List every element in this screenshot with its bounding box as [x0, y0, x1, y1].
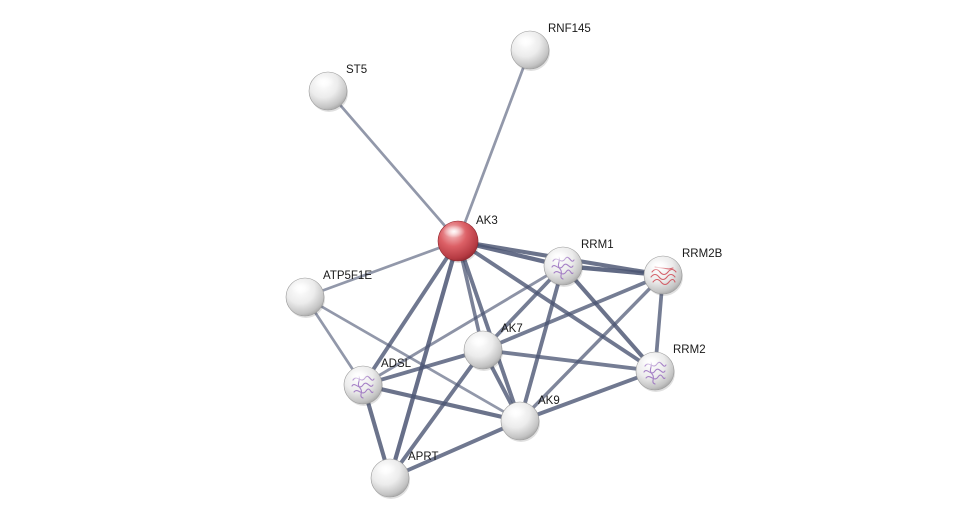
- node-highlight: [468, 334, 490, 347]
- node-highlight: [640, 355, 662, 368]
- node-label-rnf145: RNF145: [548, 23, 591, 35]
- node-label-rrm2: RRM2: [673, 344, 706, 356]
- node-label-ak7: AK7: [501, 323, 523, 335]
- edge-ak3-atp5f1e[interactable]: [303, 239, 460, 299]
- node-label-ak3: AK3: [476, 215, 498, 227]
- edge-rrm1-adsl[interactable]: [361, 264, 565, 387]
- node-highlight: [290, 281, 312, 294]
- edge-ak3-adsl[interactable]: [361, 239, 460, 387]
- node-highlight: [548, 250, 570, 263]
- node-label-aprt: APRT: [408, 451, 438, 463]
- edge-ak3-rrm2[interactable]: [456, 239, 657, 373]
- node-highlight: [313, 75, 335, 88]
- edge-atp5f1e-ak9[interactable]: [303, 295, 522, 423]
- edges-layer: [303, 48, 666, 481]
- node-highlight: [443, 225, 465, 238]
- node-highlight: [375, 462, 397, 475]
- node-ak7[interactable]: AK7: [463, 323, 523, 371]
- node-rrm1[interactable]: RRM1: [543, 239, 614, 287]
- edge-ak7-adsl[interactable]: [361, 348, 485, 387]
- node-atp5f1e[interactable]: ATP5F1E: [285, 270, 372, 318]
- node-label-rrm1: RRM1: [581, 239, 614, 251]
- node-rnf145[interactable]: RNF145: [510, 23, 591, 71]
- edge-rrm2b-ak7[interactable]: [481, 273, 665, 352]
- edge-ak3-rnf145[interactable]: [456, 48, 532, 243]
- node-highlight: [348, 369, 370, 382]
- edge-rrm1-ak9[interactable]: [518, 264, 565, 423]
- node-ak9[interactable]: AK9: [500, 395, 560, 442]
- node-adsl[interactable]: ADSL: [343, 358, 412, 406]
- node-label-adsl: ADSL: [381, 358, 412, 370]
- node-ak3[interactable]: AK3: [437, 215, 498, 263]
- node-label-st5: ST5: [346, 64, 367, 76]
- edge-ak3-aprt[interactable]: [387, 238, 461, 481]
- node-aprt[interactable]: APRT: [370, 451, 438, 499]
- edge-rrm1-rrm2[interactable]: [560, 263, 658, 374]
- node-highlight: [648, 259, 670, 272]
- edge-adsl-ak9[interactable]: [360, 382, 523, 424]
- edge-ak7-aprt[interactable]: [388, 348, 485, 480]
- node-label-rrm2b: RRM2B: [682, 248, 723, 260]
- edge-ak9-aprt[interactable]: [388, 419, 522, 480]
- edge-rrm2-ak9[interactable]: [518, 369, 657, 423]
- edge-ak3-st5[interactable]: [326, 89, 460, 243]
- node-rrm2[interactable]: RRM2: [635, 344, 706, 392]
- node-highlight: [515, 34, 537, 47]
- node-st5[interactable]: ST5: [308, 64, 367, 112]
- node-highlight: [505, 405, 527, 418]
- node-label-atp5f1e: ATP5F1E: [323, 270, 372, 282]
- edge-ak3-ak9[interactable]: [456, 239, 522, 423]
- edge-rrm1-ak7[interactable]: [481, 264, 565, 352]
- node-rrm2b[interactable]: RRM2B: [643, 248, 723, 296]
- edge-rrm2-ak7[interactable]: [481, 348, 657, 373]
- edge-rrm2b-ak9[interactable]: [518, 273, 665, 423]
- node-label-ak9: AK9: [538, 395, 560, 407]
